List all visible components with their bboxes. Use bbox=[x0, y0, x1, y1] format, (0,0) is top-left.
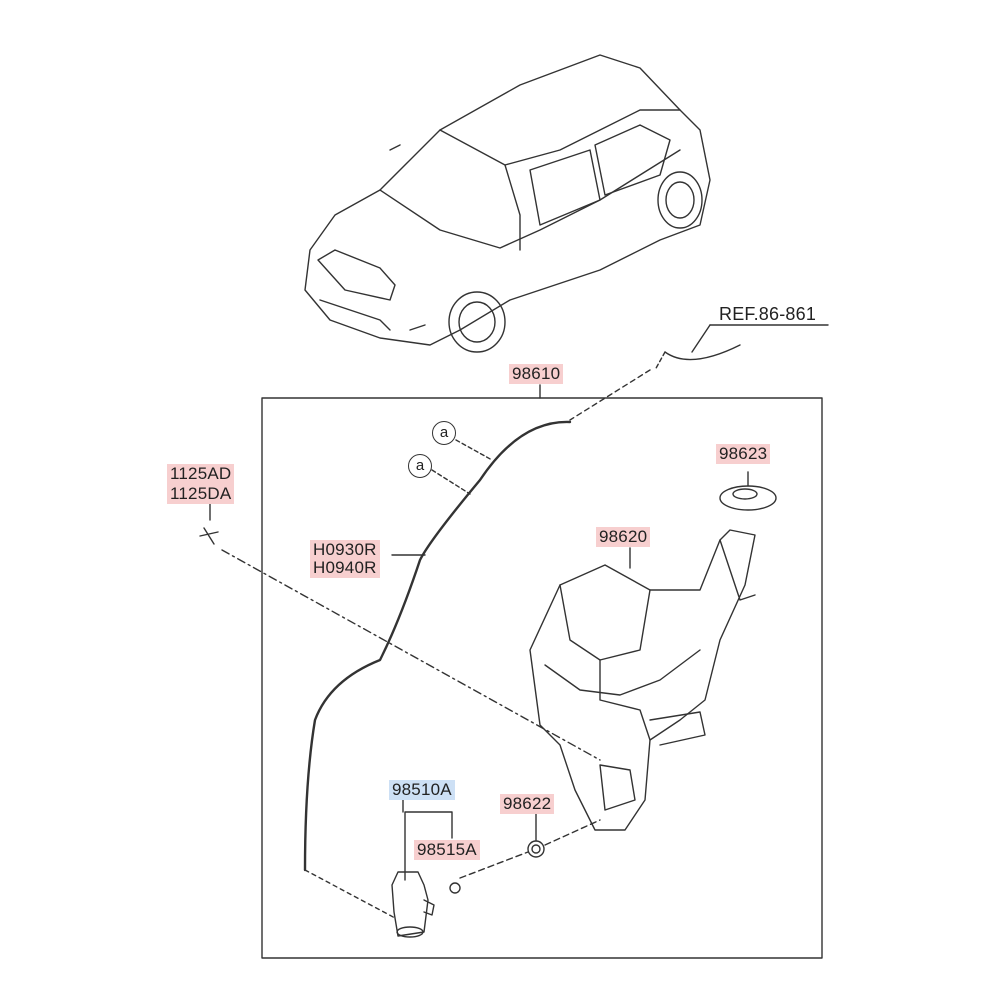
part-label-H0940R[interactable]: H0940R bbox=[310, 558, 380, 578]
callout-a-1: a bbox=[432, 421, 456, 445]
part-label-98623[interactable]: 98623 bbox=[716, 444, 771, 464]
part-label-98510A[interactable]: 98510A bbox=[389, 780, 455, 800]
diagram-frame bbox=[261, 397, 823, 959]
part-label-1125AD[interactable]: 1125AD bbox=[167, 464, 235, 484]
part-label-98610[interactable]: 98610 bbox=[509, 364, 564, 384]
vehicle-illustration bbox=[304, 54, 711, 353]
part-label-98620[interactable]: 98620 bbox=[596, 527, 651, 547]
part-label-H0930R[interactable]: H0930R bbox=[310, 540, 380, 560]
callout-a-2: a bbox=[408, 454, 432, 478]
reference-label: REF.86-861 bbox=[719, 304, 817, 324]
part-label-1125DA[interactable]: 1125DA bbox=[167, 484, 235, 504]
part-label-98515A[interactable]: 98515A bbox=[414, 840, 480, 860]
part-label-98622[interactable]: 98622 bbox=[500, 794, 555, 814]
